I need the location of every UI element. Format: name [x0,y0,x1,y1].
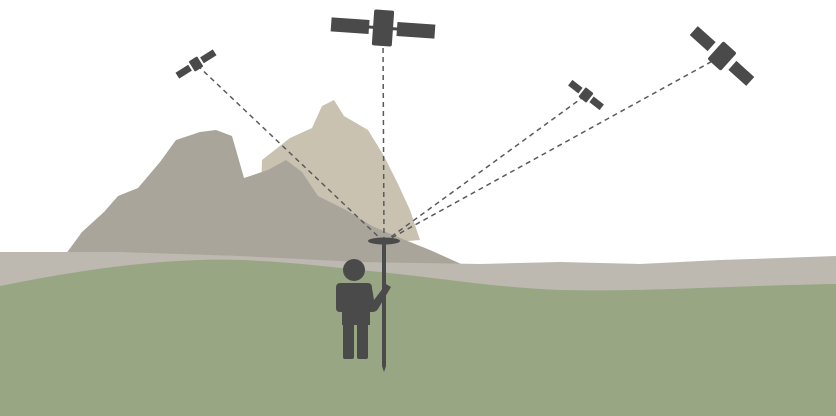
signal-line-right-large [384,58,718,242]
gnss-antenna-icon [368,238,400,245]
satellite-icon [330,6,436,49]
satellite-icon [174,47,218,80]
satellite-icon [567,78,606,112]
pole-shaft [382,242,386,366]
satellite-icon [686,22,759,91]
signal-line-right-small [384,95,586,242]
signal-line-top [383,38,384,242]
